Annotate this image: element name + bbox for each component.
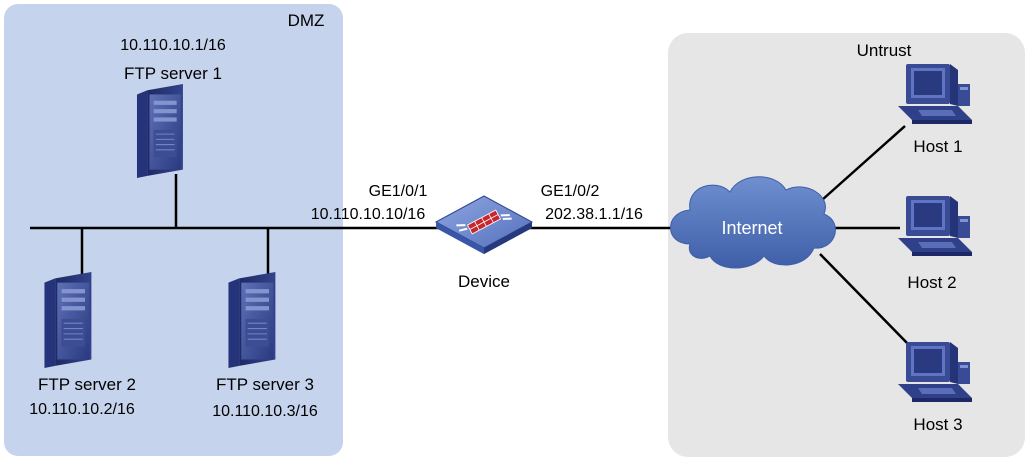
host1-link xyxy=(821,125,906,201)
ge-port-2-ip: 202.38.1.1/16 xyxy=(545,206,643,223)
host3-link xyxy=(819,253,911,347)
ge-port-1-ip: 10.110.10.10/16 xyxy=(311,206,426,223)
firewall-icon xyxy=(434,195,534,254)
host-2-label: Host 2 xyxy=(907,273,956,292)
host-3-label: Host 3 xyxy=(913,415,962,434)
dmz-zone-label: DMZ xyxy=(288,11,325,30)
ftp-server-icon xyxy=(228,272,276,368)
untrust-zone-label: Untrust xyxy=(857,41,912,60)
ftp-server-1-name: FTP server 1 xyxy=(124,64,222,83)
ftp-server-2-name: FTP server 2 xyxy=(38,375,136,394)
ge-port-2-name: GE1/0/2 xyxy=(541,183,600,200)
internet-label: Internet xyxy=(721,218,782,238)
ftp-server-2-ip: 10.110.10.2/16 xyxy=(29,401,135,418)
cloud-icon xyxy=(670,176,836,269)
host-1-label: Host 1 xyxy=(913,137,962,156)
device-label: Device xyxy=(458,272,510,291)
ftp-server-3-name: FTP server 3 xyxy=(216,375,314,394)
ftp-server-icon xyxy=(136,84,184,178)
ge-port-1-name: GE1/0/1 xyxy=(369,183,428,200)
ftp-server-1-ip: 10.110.10.1/16 xyxy=(120,37,226,54)
ftp-server-3-ip: 10.110.10.3/16 xyxy=(212,403,318,420)
ftp-server-icon xyxy=(44,272,92,368)
